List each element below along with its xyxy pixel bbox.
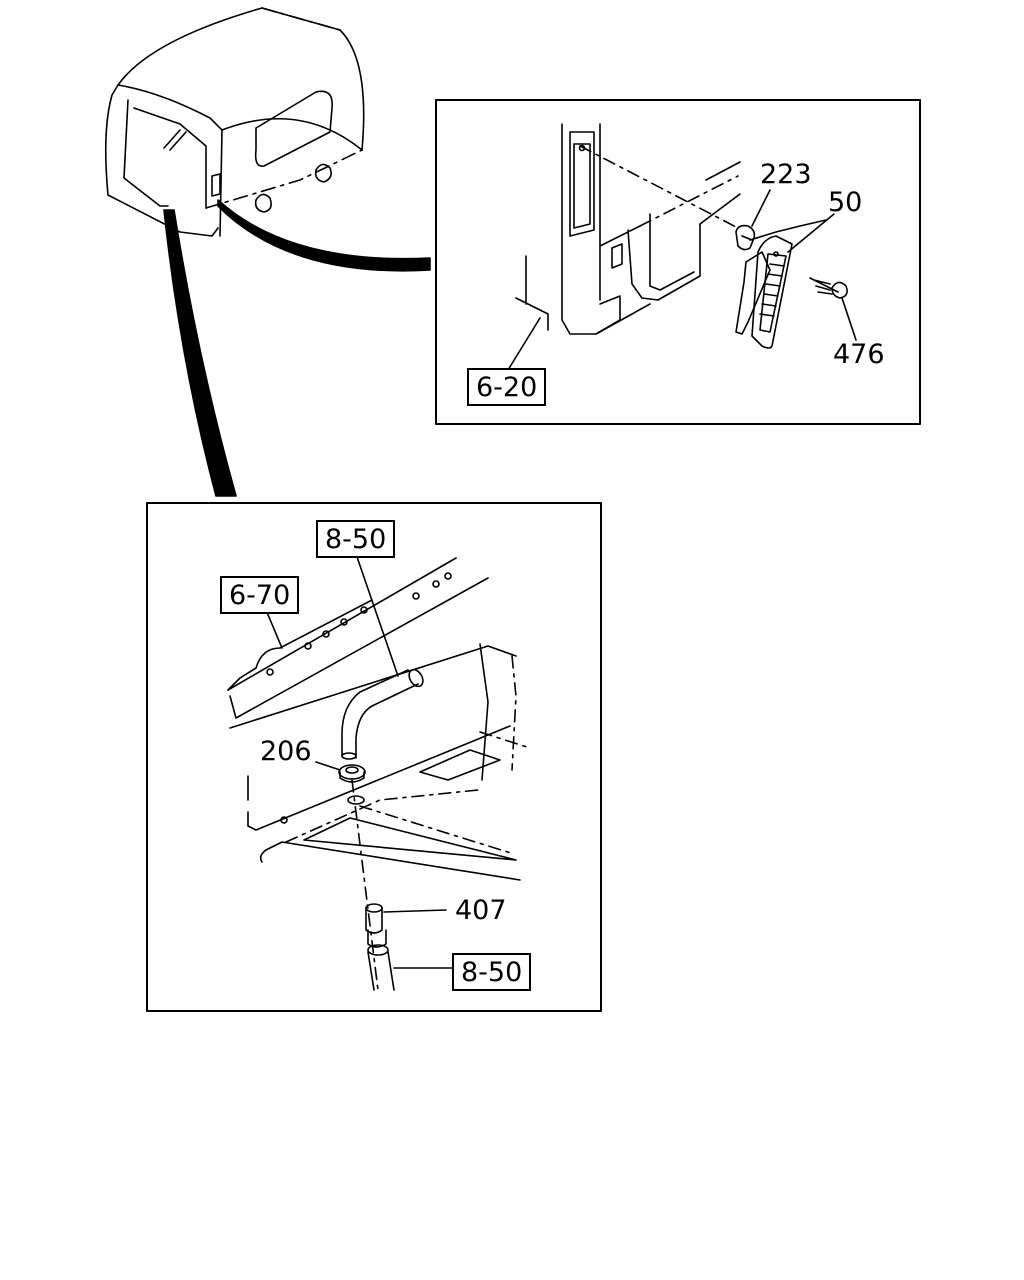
- cab-overview: [104, 7, 365, 237]
- inset-frame-top: [435, 99, 921, 425]
- part-number-206: 206: [260, 736, 312, 767]
- leader-50: [787, 213, 835, 253]
- part-number-476: 476: [833, 339, 885, 370]
- leader-223: [751, 189, 771, 227]
- leader-407: [383, 909, 447, 913]
- part-number-407: 407: [455, 895, 507, 926]
- leader-arm-top: [217, 199, 431, 272]
- reference-6-20[interactable]: 6-20: [467, 368, 547, 406]
- leader-6-70: [265, 609, 283, 649]
- reference-8-50-bottom[interactable]: 8-50: [452, 953, 532, 991]
- leader-6-20: [507, 317, 541, 371]
- inset-frame-bottom: [146, 502, 602, 1012]
- part-number-223: 223: [760, 159, 812, 190]
- leader-arm-bottom: [163, 209, 237, 497]
- top-inset-drawing: [515, 123, 848, 349]
- reference-6-70[interactable]: 6-70: [220, 576, 300, 614]
- bottom-inset-drawing: [227, 557, 531, 991]
- reference-8-50-top[interactable]: 8-50: [316, 520, 396, 558]
- part-number-50: 50: [828, 187, 863, 218]
- leader-8-50-top: [355, 553, 399, 677]
- leader-206: [315, 761, 341, 771]
- leader-476: [841, 297, 857, 341]
